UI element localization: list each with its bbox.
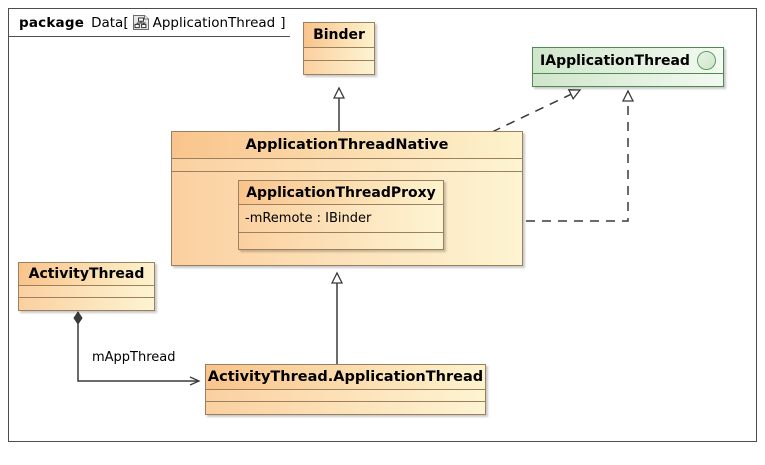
- class-attribute-mremote: -mRemote : IBinder: [239, 205, 443, 233]
- class-compartment-attributes: [19, 286, 154, 298]
- interface-compartment: [533, 74, 723, 86]
- class-box-activitythread-applicationthread[interactable]: ActivityThread.ApplicationThread: [205, 364, 486, 415]
- class-compartment-operations: [19, 298, 154, 310]
- package-name: Data[: [91, 14, 129, 31]
- class-title-activitythread: ActivityThread: [19, 263, 154, 286]
- class-compartment-attributes: [206, 390, 485, 402]
- class-box-binder[interactable]: Binder: [303, 22, 375, 75]
- class-compartment-operations: [239, 233, 443, 249]
- class-compartment-operations: [206, 402, 485, 414]
- interface-name-label: IApplicationThread: [540, 52, 690, 69]
- interface-circle-icon: [696, 51, 716, 70]
- class-title-applicationthreadproxy: ApplicationThreadProxy: [239, 181, 443, 205]
- edge-realization-proxy-iface: [446, 91, 628, 222]
- diagram-tree-icon: [132, 15, 149, 30]
- class-box-applicationthreadproxy[interactable]: ApplicationThreadProxy -mRemote : IBinde…: [238, 180, 444, 250]
- edge-composition-activitythread-appthread: [73, 311, 201, 386]
- package-keyword: package: [19, 14, 85, 31]
- edge-label-mappthread: mAppThread: [92, 350, 176, 365]
- class-title-binder: Binder: [304, 23, 374, 48]
- class-title-applicationthreadnative: ApplicationThreadNative: [172, 132, 522, 159]
- class-compartment-attributes: [172, 159, 522, 172]
- class-box-activitythread[interactable]: ActivityThread: [18, 262, 155, 311]
- interface-title: IApplicationThread: [533, 48, 723, 74]
- package-qualifier: ApplicationThread: [152, 14, 276, 31]
- class-title-activitythread-applicationthread: ActivityThread.ApplicationThread: [206, 365, 485, 390]
- package-close-bracket: ]: [280, 14, 286, 31]
- package-tab: package Data[ ApplicationThread ]: [8, 8, 290, 37]
- class-compartment-attributes: [304, 48, 374, 61]
- edge-realization-native-iface: [491, 90, 580, 133]
- class-compartment-operations: [304, 61, 374, 74]
- interface-box-iapplicationthread[interactable]: IApplicationThread: [532, 47, 724, 87]
